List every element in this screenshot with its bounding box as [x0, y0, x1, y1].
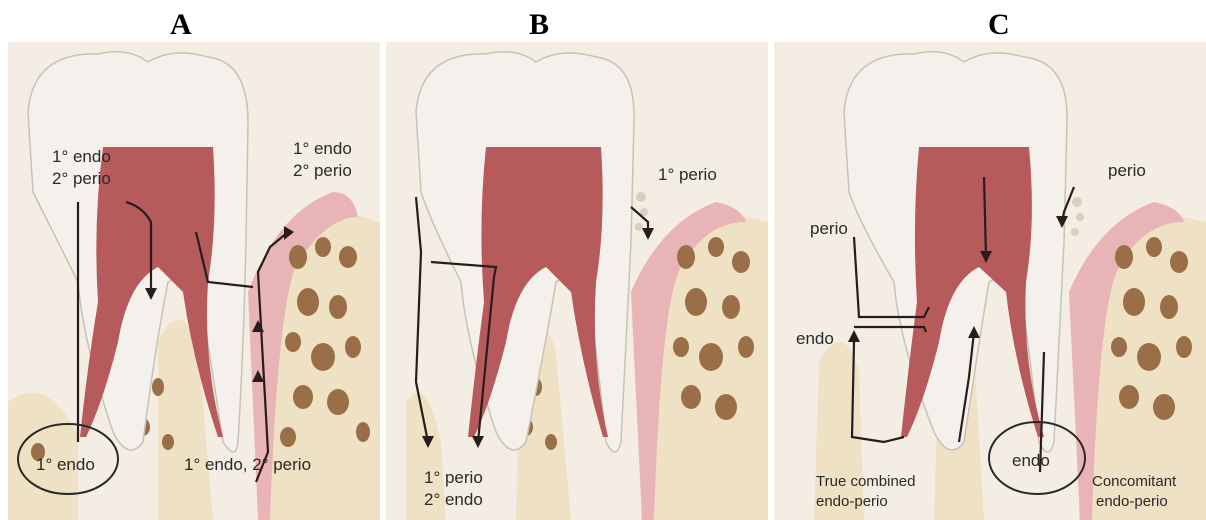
label-perio-right: perio: [1108, 160, 1146, 181]
label-2-endo-bottom: 2° endo: [424, 489, 483, 510]
label-1-perio-bottom: 1° perio: [424, 467, 483, 488]
label-2-perio-right: 2° perio: [293, 160, 352, 181]
label-1-endo-2-perio: 1° endo, 2° perio: [184, 454, 311, 475]
panel-b: 1° perio 1° perio 2° endo: [386, 42, 768, 520]
label-1-endo: 1° endo: [52, 146, 111, 167]
panel-letter-a: A: [170, 8, 192, 42]
label-1-perio: 1° perio: [658, 164, 717, 185]
label-concomitant: Concomitant: [1092, 472, 1176, 491]
label-endo-perio-left: endo-perio: [816, 492, 888, 511]
label-endo-left: endo: [796, 328, 834, 349]
label-endo-circled: endo: [1012, 450, 1050, 471]
panel-c-illustration: [774, 42, 1206, 520]
panel-c: perio perio endo True combined endo-peri…: [774, 42, 1206, 520]
panel-letter-b: B: [529, 8, 549, 42]
panel-letter-c: C: [988, 8, 1010, 42]
label-perio-left: perio: [810, 218, 848, 239]
label-2-perio: 2° perio: [52, 168, 111, 189]
label-endo-perio-right: endo-perio: [1096, 492, 1168, 511]
panel-a-illustration: [8, 42, 380, 520]
label-true-combined: True combined: [816, 472, 916, 491]
panel-b-illustration: [386, 42, 768, 520]
label-1-endo-circled: 1° endo: [36, 454, 95, 475]
label-1-endo-right: 1° endo: [293, 138, 352, 159]
panel-a: 1° endo 2° perio 1° endo 2° perio 1° end…: [8, 42, 380, 520]
